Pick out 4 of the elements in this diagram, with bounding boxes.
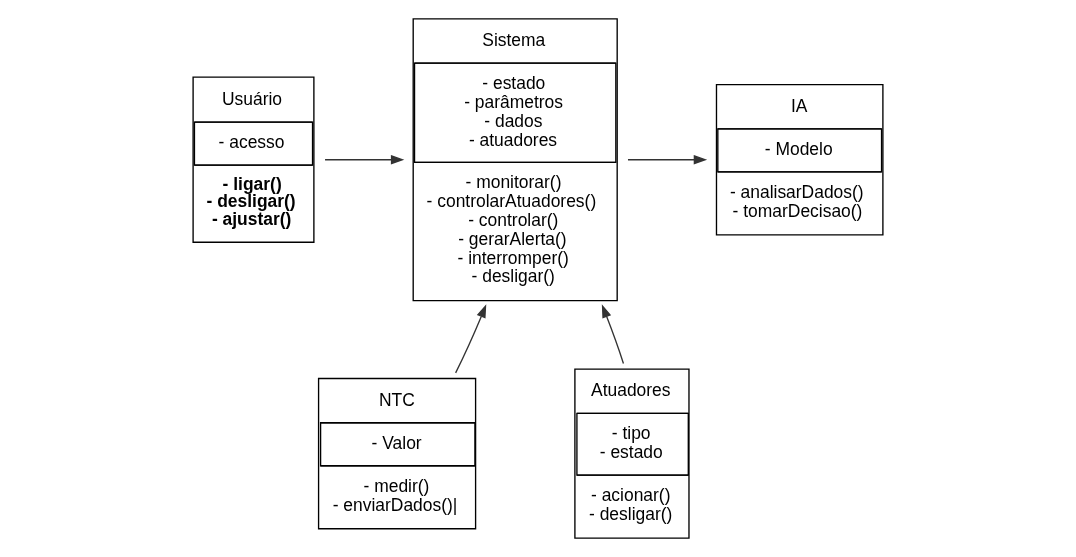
arrow bbox=[324, 155, 405, 165]
arrow bbox=[601, 304, 625, 365]
arrow bbox=[454, 304, 487, 374]
arrow bbox=[627, 155, 708, 165]
